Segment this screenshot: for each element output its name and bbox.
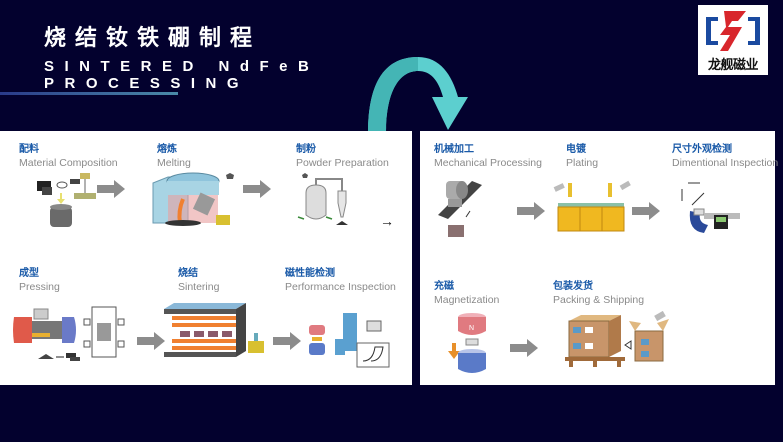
step-cn-label: 尺寸外观检测 (672, 144, 732, 155)
page-title-cn: 烧结钕铁硼制程 (44, 26, 262, 51)
step-cn-label: 熔炼 (157, 144, 177, 155)
step-en-label: Dimentional Inspection (672, 157, 779, 169)
step-melting: 熔炼 Melting (157, 143, 191, 170)
step-cn-label: 烧结 (178, 268, 198, 279)
continue-arrow-icon: → (380, 213, 394, 229)
step-en-label: Pressing (19, 281, 60, 293)
step-powder-preparation: 制粉 Powder Preparation (296, 143, 389, 170)
flow-arrow-icon (517, 202, 545, 220)
svg-text:N: N (469, 325, 474, 332)
plating-tanks-illustration (553, 180, 631, 232)
step-material-composition: 配料 Material Composition (19, 143, 118, 170)
step-en-label: Sintering (178, 281, 220, 293)
flow-arrow-icon (137, 332, 165, 350)
step-en-label: Material Composition (19, 157, 118, 169)
step-dimensional-inspection: 尺寸外观检测 Dimentional Inspection (672, 143, 778, 170)
step-packing-shipping: 包装发货 Packing & Shipping (553, 280, 644, 307)
step-magnetization: 充磁 Magnetization (434, 280, 499, 307)
packing-boxes-illustration (565, 311, 669, 367)
step-cn-label: 包装发货 (553, 281, 593, 292)
page-title-en-line2: PROCESSING (44, 75, 250, 92)
flow-arrow-icon (510, 339, 538, 357)
vacuum-furnace-illustration (152, 172, 234, 226)
magnetizer-illustration: N (448, 313, 486, 373)
step-en-label: Packing & Shipping (553, 294, 645, 306)
flow-arrow-icon (632, 202, 660, 220)
step-cn-label: 机械加工 (434, 144, 474, 155)
step-en-label: Performance Inspection (285, 281, 396, 293)
curved-arrow-icon (368, 57, 468, 133)
step-sintering: 烧结 Sintering (178, 267, 219, 294)
process-panel-left: 配料 Material Composition 熔炼 Melting 制粉 Po… (0, 131, 412, 385)
raw-materials-illustration (37, 173, 96, 227)
step-en-label: Mechanical Processing (434, 157, 542, 169)
page-title-en-line1: SINTERED NdFeB (44, 58, 320, 75)
logo-emblem-icon (706, 11, 760, 51)
flow-arrow-icon (243, 180, 271, 198)
step-cn-label: 成型 (19, 268, 39, 279)
step-cn-label: 充磁 (434, 281, 454, 292)
step-cn-label: 电镀 (566, 144, 586, 155)
grinding-machine-illustration (438, 181, 482, 237)
step-plating: 电镀 Plating (566, 143, 598, 170)
step-pressing: 成型 Pressing (19, 267, 60, 294)
step-en-label: Magnetization (434, 294, 500, 306)
step-en-label: Powder Preparation (296, 157, 389, 169)
press-illustration (13, 306, 125, 361)
process-panel-right: 机械加工 Mechanical Processing 电镀 Plating 尺寸… (420, 131, 778, 385)
logo-text: 龙舰磁业 (707, 58, 759, 73)
step-cn-label: 磁性能检测 (285, 268, 335, 279)
jet-mill-illustration (297, 173, 348, 225)
step-en-label: Melting (157, 157, 191, 169)
title-underline (0, 92, 178, 95)
magnetic-tester-illustration (309, 313, 390, 368)
company-logo: 龙舰磁业 (698, 5, 768, 75)
flow-arrow-icon (273, 332, 301, 350)
flow-arrow-icon (97, 180, 125, 198)
step-cn-label: 配料 (19, 144, 39, 155)
sintering-furnace-illustration (164, 303, 264, 357)
step-performance-inspection: 磁性能检测 Performance Inspection (285, 267, 396, 294)
micrometer-illustration (681, 182, 740, 233)
step-cn-label: 制粉 (296, 144, 316, 155)
step-mechanical-processing: 机械加工 Mechanical Processing (434, 143, 542, 170)
step-en-label: Plating (566, 157, 599, 169)
